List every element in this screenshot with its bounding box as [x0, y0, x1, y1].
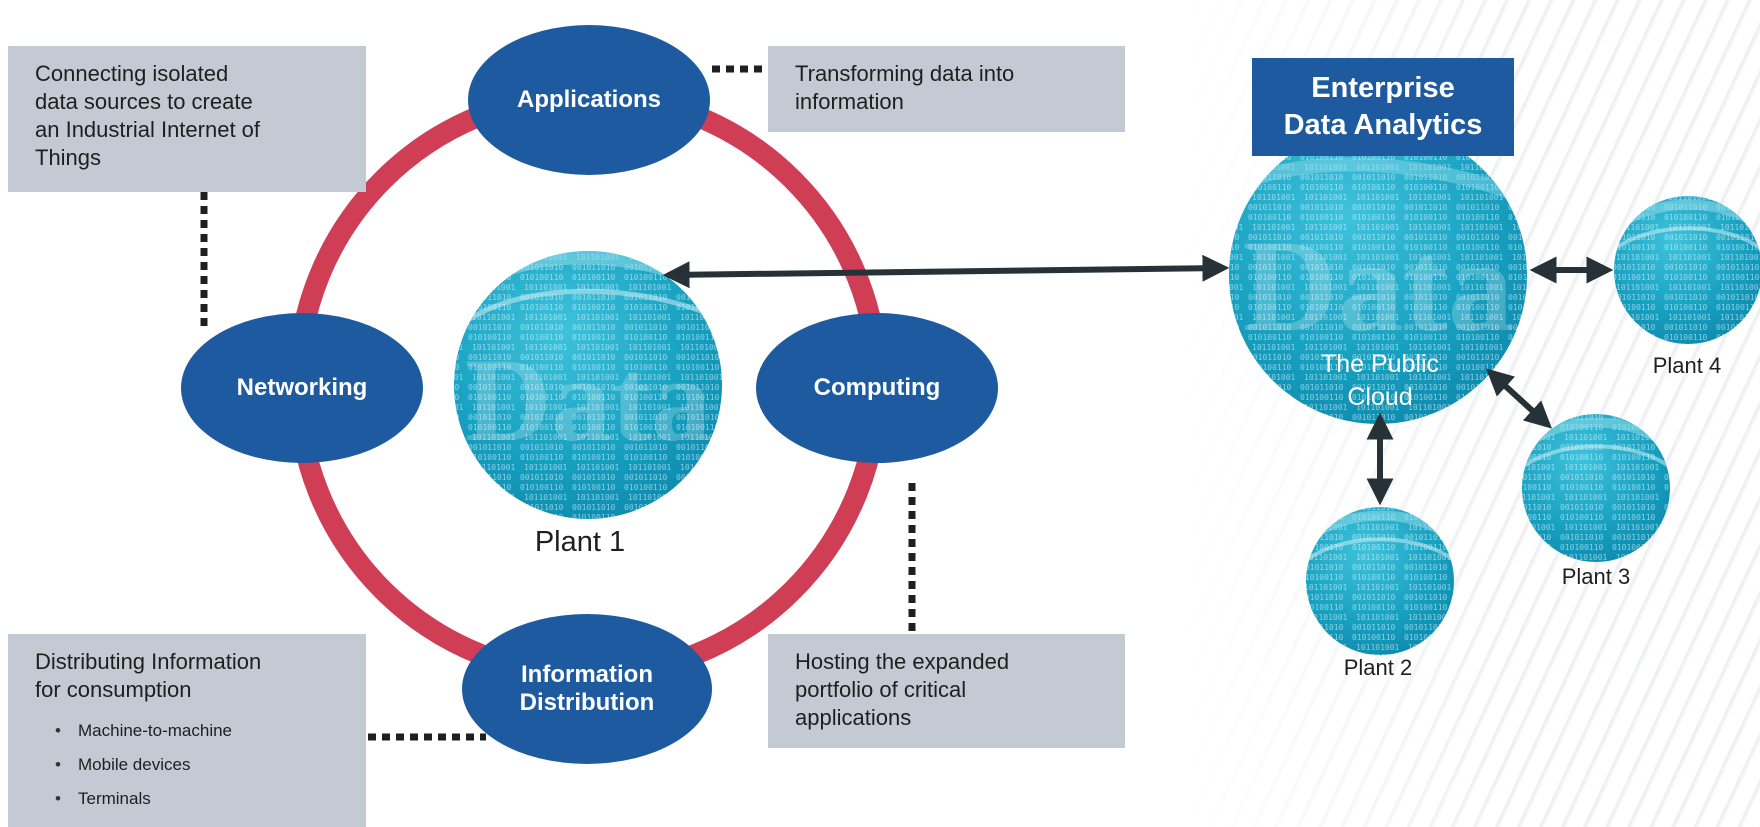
note-transforming-data: Transforming data into information: [768, 46, 1125, 132]
enterprise-title-line: Data Analytics: [1283, 109, 1483, 141]
node-computing: Computing: [756, 313, 998, 463]
note-hosting-applications: Hosting the expanded portfolio of critic…: [768, 634, 1125, 748]
note-line: portfolio of critical: [795, 677, 967, 702]
plant-1-label: Plant 1: [534, 526, 626, 558]
bullet-item: Machine-to-machine: [55, 714, 350, 748]
bullet-item: Terminals: [55, 782, 350, 816]
note-connecting-sources: Connecting isolated data sources to crea…: [8, 46, 366, 192]
distribution-bullet-list: Machine-to-machine Mobile devices Termin…: [35, 714, 350, 816]
plant-3-data-globe-icon: [1522, 414, 1670, 562]
node-label-line: Information: [521, 661, 653, 688]
note-line: applications: [795, 705, 912, 730]
svg-text:Data: Data: [1242, 212, 1513, 359]
cloud-plant3-double-arrow-icon: [1486, 368, 1552, 429]
plant-4-data-globe-icon: [1614, 196, 1760, 344]
plant-4-label: Plant 4: [1652, 353, 1722, 378]
plant-2-label: Plant 2: [1343, 655, 1413, 680]
plant-1-data-globe-icon: Data: [454, 251, 722, 519]
node-information-distribution: Information Distribution: [462, 614, 712, 764]
note-line: an Industrial Internet of: [35, 117, 261, 142]
node-networking: Networking: [181, 313, 423, 463]
note-line: Things: [35, 145, 102, 170]
enterprise-title-line: Enterprise: [1311, 72, 1455, 104]
note-distributing-information: Distributing Information for consumption…: [8, 634, 366, 827]
node-label: Computing: [813, 374, 941, 401]
note-line: for consumption: [35, 677, 192, 702]
plant-3-label: Plant 3: [1561, 564, 1631, 589]
note-line: Hosting the expanded: [795, 649, 1010, 674]
public-cloud-data-globe-icon: Data: [1229, 126, 1527, 424]
cloud-label-line: The Public: [1320, 350, 1440, 378]
note-line: Distributing Information: [35, 649, 262, 674]
bullet-item: Mobile devices: [55, 748, 350, 782]
svg-text:Data: Data: [465, 333, 712, 466]
note-line: information: [795, 89, 904, 114]
public-cloud-label: The Public Cloud: [1290, 348, 1470, 414]
note-line: Transforming data into: [795, 61, 1015, 86]
node-label: Information Distribution: [520, 661, 655, 717]
plant-2-data-globe-icon: [1306, 507, 1454, 655]
node-label: Networking: [236, 374, 368, 401]
node-applications: Applications: [468, 25, 710, 175]
note-line: Connecting isolated: [35, 61, 229, 86]
cloud-label-line: Cloud: [1347, 383, 1413, 411]
plant1-cloud-double-arrow-icon: [662, 254, 1230, 289]
node-label-line: Distribution: [519, 689, 655, 716]
note-line: data sources to create: [35, 89, 253, 114]
node-label: Applications: [516, 86, 661, 113]
enterprise-data-analytics-box: Enterprise Data Analytics: [1252, 58, 1514, 156]
